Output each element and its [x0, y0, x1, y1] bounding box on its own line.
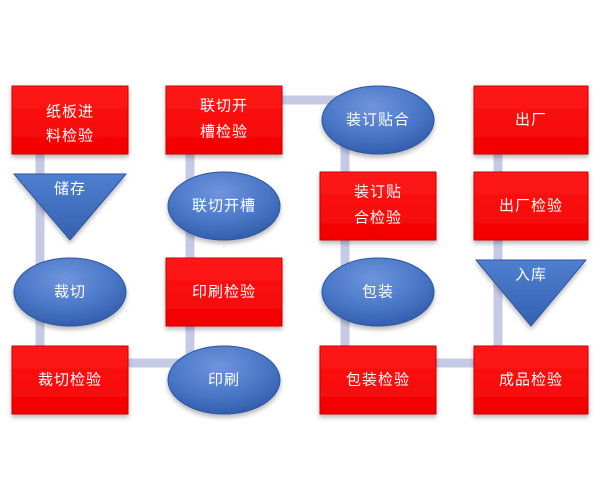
node-label: 纸板进 — [46, 103, 94, 121]
node-printing: 印刷 — [167, 345, 281, 415]
node-die-cut-groove: 联切开槽 — [167, 171, 281, 241]
node-label: 装订贴 — [354, 183, 402, 201]
node-cutting: 裁切 — [13, 257, 127, 327]
node-shipment-inspection: 出厂检验 — [473, 171, 589, 241]
node-label: 合检验 — [354, 209, 402, 227]
node-label: 出厂 — [515, 111, 547, 129]
node-label: 印刷检验 — [192, 283, 256, 301]
node-printing-inspection: 印刷检验 — [165, 257, 283, 327]
node-paperboard-inspection: 纸板进 料检验 — [11, 85, 129, 155]
node-label: 联切开 — [200, 97, 248, 115]
node-label: 成品检验 — [499, 371, 563, 389]
node-finished-product-inspection: 成品检验 — [473, 345, 589, 415]
node-label: 入库 — [515, 266, 547, 284]
node-label: 包装 — [362, 283, 394, 301]
node-cutting-inspection: 裁切检验 — [11, 345, 129, 415]
node-packing-inspection: 包装检验 — [319, 345, 437, 415]
node-label: 料检验 — [46, 127, 94, 145]
node-storage: 储存 — [12, 173, 128, 241]
node-binding-gluing: 装订贴合 — [321, 85, 435, 155]
node-shipment: 出厂 — [473, 85, 589, 155]
node-label: 储存 — [54, 180, 86, 198]
node-label: 裁切检验 — [38, 371, 102, 389]
node-warehousing: 入库 — [474, 259, 588, 327]
node-die-cut-groove-inspection: 联切开 槽检验 — [165, 85, 283, 155]
node-label: 包装检验 — [346, 371, 410, 389]
node-label: 印刷 — [208, 371, 240, 389]
node-label: 裁切 — [54, 283, 86, 301]
node-label: 装订贴合 — [346, 111, 410, 129]
node-label: 联切开槽 — [192, 197, 256, 215]
node-label: 槽检验 — [200, 123, 248, 141]
node-label: 出厂检验 — [499, 197, 563, 215]
node-binding-gluing-inspection: 装订贴 合检验 — [319, 171, 437, 241]
node-packing: 包装 — [321, 257, 435, 327]
